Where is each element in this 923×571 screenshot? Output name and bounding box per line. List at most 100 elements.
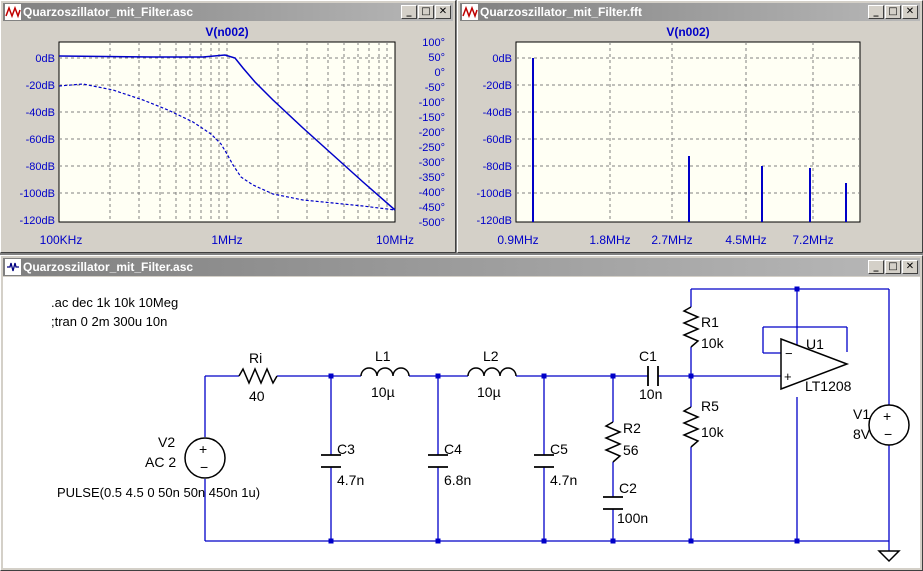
- resistor-r1[interactable]: R1 10k: [682, 306, 725, 351]
- ac-y-right-tick: -100°: [419, 97, 445, 109]
- fft-x-tick: 0.9MHz: [497, 233, 538, 247]
- ac-y-right-tick: -500°: [419, 217, 445, 229]
- ac-plot-body[interactable]: V(n002) 0dB -20dB -40dB -60dB -80dB -100…: [3, 22, 453, 250]
- fft-plot-titlebar[interactable]: Quarzoszillator_mit_Filter.fft _□✕: [460, 3, 920, 21]
- svg-text:−: −: [884, 426, 892, 442]
- fft-y-ticks: 0dB -20dB -40dB -60dB -80dB -100dB -120d…: [477, 53, 512, 227]
- ri-name: Ri: [249, 350, 262, 366]
- fft-plot-window[interactable]: Quarzoszillator_mit_Filter.fft _□✕ V(n00…: [457, 0, 923, 253]
- ac-plot-svg[interactable]: V(n002) 0dB -20dB -40dB -60dB -80dB -100…: [3, 22, 453, 250]
- voltage-source-v2[interactable]: + − V2 AC 2 PULSE(0.5 4.5 0 50n 50n 450n…: [57, 434, 260, 500]
- fft-y-tick: -60dB: [483, 134, 512, 146]
- close-button[interactable]: ✕: [435, 5, 451, 19]
- fft-x-tick: 1.8MHz: [589, 233, 630, 247]
- resistor-r2[interactable]: R2 56: [604, 420, 641, 463]
- ac-y-right-tick: -300°: [419, 157, 445, 169]
- directive-tran[interactable]: ;tran 0 2m 300u 10n: [51, 314, 167, 329]
- waveform-icon: [5, 4, 21, 20]
- junctions: [328, 286, 800, 544]
- fft-x-tick: 4.5MHz: [725, 233, 766, 247]
- schematic-window[interactable]: Quarzoszillator_mit_Filter.asc _□✕ .ac d…: [0, 255, 923, 571]
- l2-value: 10µ: [477, 384, 501, 400]
- v1-name: V1: [853, 406, 870, 422]
- ac-x-tick: 10MHz: [376, 233, 414, 247]
- fft-y-tick: 0dB: [492, 53, 512, 65]
- ac-phase-trace: [58, 83, 396, 211]
- c3-name: C3: [337, 441, 355, 457]
- c1-value: 10n: [639, 386, 662, 402]
- ac-y-left-tick: -120dB: [20, 215, 55, 227]
- svg-text:+: +: [199, 441, 207, 457]
- svg-text:−: −: [200, 459, 208, 475]
- capacitor-c2[interactable]: C2 100n: [603, 480, 648, 526]
- schematic-canvas[interactable]: .ac dec 1k 10k 10Meg ;tran 0 2m 300u 10n: [3, 277, 920, 568]
- ac-y-left-tick: -60dB: [26, 134, 55, 146]
- svg-text:+: +: [883, 408, 891, 424]
- fft-plot-body[interactable]: V(n002) 0dB -20dB -40dB -60dB -80dB -100…: [460, 22, 920, 250]
- ac-trace-label[interactable]: V(n002): [205, 25, 248, 39]
- l2-name: L2: [483, 348, 499, 364]
- maximize-button[interactable]: □: [885, 5, 901, 19]
- ac-y-right-tick: -450°: [419, 202, 445, 214]
- fft-gridlines: [516, 42, 860, 222]
- ri-value: 40: [249, 388, 265, 404]
- minimize-button[interactable]: _: [868, 5, 884, 19]
- resistor-ri[interactable]: Ri 40: [238, 350, 278, 404]
- fft-plot-svg[interactable]: V(n002) 0dB -20dB -40dB -60dB -80dB -100…: [460, 22, 920, 250]
- minimize-button[interactable]: _: [401, 5, 417, 19]
- minimize-button[interactable]: _: [868, 260, 884, 274]
- voltage-source-v1[interactable]: + − V1 8V: [853, 404, 910, 446]
- resistor-r5[interactable]: R5 10k: [682, 398, 725, 448]
- r5-name: R5: [701, 398, 719, 414]
- ac-x-tick: 100KHz: [40, 233, 83, 247]
- schematic-icon: [5, 259, 21, 275]
- opamp-u1[interactable]: − + U1 LT1208: [780, 336, 852, 394]
- c2-name: C2: [619, 480, 637, 496]
- ac-y-left-tick: 0dB: [35, 53, 55, 65]
- capacitor-c4[interactable]: C4 6.8n: [428, 441, 471, 488]
- ac-y-right-ticks: 100° 50° 0° -50° -100° -150° -200° -250°…: [419, 37, 445, 229]
- inductor-l2[interactable]: L2 10µ: [467, 348, 517, 400]
- fft-y-tick: -80dB: [483, 161, 512, 173]
- c5-name: C5: [550, 441, 568, 457]
- r1-name: R1: [701, 314, 719, 330]
- r2-name: R2: [623, 420, 641, 436]
- close-button[interactable]: ✕: [902, 5, 918, 19]
- fft-y-tick: -20dB: [483, 80, 512, 92]
- schematic-titlebar[interactable]: Quarzoszillator_mit_Filter.asc _□✕: [3, 258, 920, 276]
- directive-ac[interactable]: .ac dec 1k 10k 10Meg: [51, 295, 178, 310]
- ac-y-right-tick: 0°: [434, 67, 445, 79]
- capacitor-c3[interactable]: C3 4.7n: [321, 441, 364, 488]
- fft-trace-label[interactable]: V(n002): [666, 25, 709, 39]
- capacitor-c5[interactable]: C5 4.7n: [534, 441, 577, 488]
- close-button[interactable]: ✕: [902, 260, 918, 274]
- fft-plot-title: Quarzoszillator_mit_Filter.fft: [480, 5, 643, 19]
- c3-value: 4.7n: [337, 472, 364, 488]
- l1-value: 10µ: [371, 384, 395, 400]
- c2-value: 100n: [617, 510, 648, 526]
- u1-name: U1: [806, 336, 824, 352]
- v2-value: AC 2: [145, 454, 176, 470]
- fft-y-tick: -40dB: [483, 107, 512, 119]
- fft-x-ticks: 0.9MHz 1.8MHz 2.7MHz 4.5MHz 7.2MHz: [497, 233, 833, 247]
- ac-plot-titlebar[interactable]: Quarzoszillator_mit_Filter.asc _□✕: [3, 3, 453, 21]
- c5-value: 4.7n: [550, 472, 577, 488]
- ac-plot-window[interactable]: Quarzoszillator_mit_Filter.asc _□✕ V(n00…: [0, 0, 456, 253]
- maximize-button[interactable]: □: [885, 260, 901, 274]
- schematic-svg[interactable]: .ac dec 1k 10k 10Meg ;tran 0 2m 300u 10n: [3, 277, 920, 568]
- ac-gridlines: [59, 42, 395, 222]
- capacitor-c1[interactable]: C1 10n: [639, 348, 662, 402]
- v1-value: 8V: [853, 426, 871, 442]
- ac-y-right-tick: 50°: [428, 52, 445, 64]
- svg-text:−: −: [785, 346, 793, 361]
- inductor-l1[interactable]: L1 10µ: [360, 348, 410, 400]
- wires: [204, 288, 890, 551]
- maximize-button[interactable]: □: [418, 5, 434, 19]
- ac-y-right-tick: -50°: [425, 82, 445, 94]
- svg-text:+: +: [784, 369, 792, 384]
- ac-y-right-tick: -200°: [419, 127, 445, 139]
- fft-y-tick: -120dB: [477, 215, 512, 227]
- ac-y-right-tick: -400°: [419, 187, 445, 199]
- ac-y-right-tick: -250°: [419, 142, 445, 154]
- ac-y-right-tick: -350°: [419, 172, 445, 184]
